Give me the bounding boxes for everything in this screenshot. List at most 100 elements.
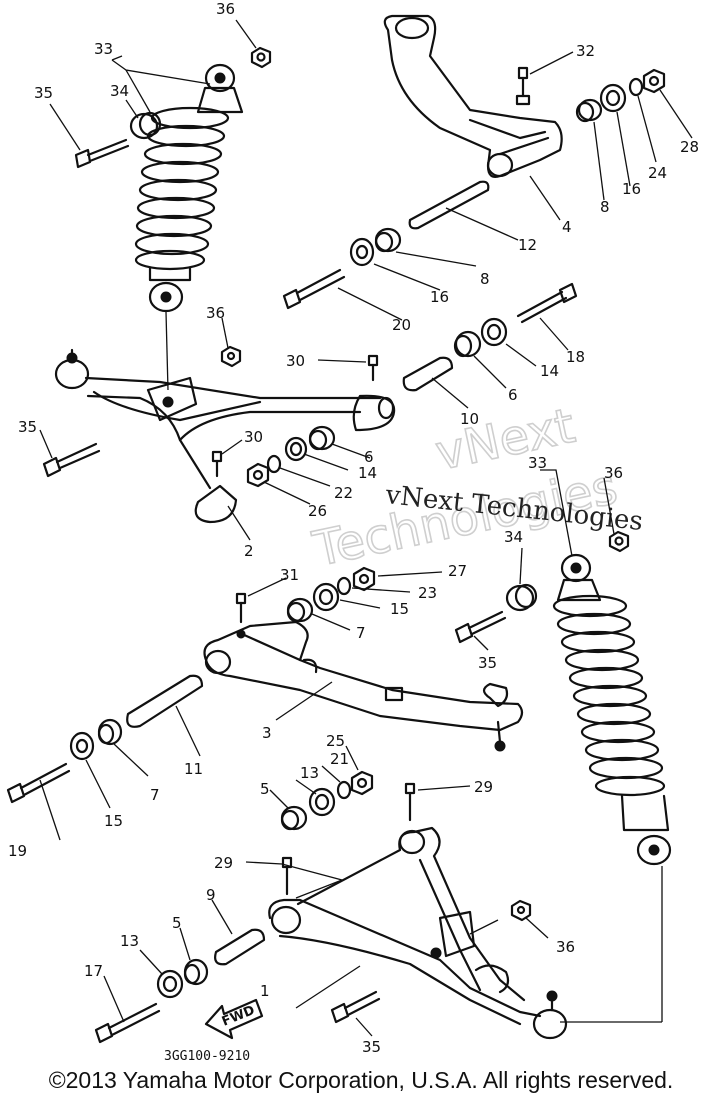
part-19-bolt: [6, 762, 71, 804]
part-31-grease: [235, 592, 247, 639]
part-18-bolt: [516, 282, 578, 324]
part-4-upper-arm-right: [383, 14, 563, 178]
part-14-seal-lower: [284, 436, 308, 462]
part-29-grease-right: [404, 782, 416, 822]
part-14-seal-upper: [480, 317, 508, 347]
callout: 14: [540, 362, 559, 380]
callout: 21: [330, 750, 349, 768]
callout-numbers: 1 2 3 4 5 5 6 6 7 7 8 8 9 10 11 12 13 13…: [8, 0, 699, 1056]
part-6-collar-lower: [308, 425, 336, 451]
callout: 36: [556, 938, 575, 956]
part-15-seal-lower: [69, 731, 95, 761]
callout: 8: [480, 270, 490, 288]
drawing-code: 3GG100-9210: [164, 1049, 250, 1064]
callout: 12: [518, 236, 537, 254]
callout: 20: [392, 316, 411, 334]
part-16-seal-middle: [349, 237, 375, 267]
part-15-seal-upper: [312, 582, 340, 612]
callout: 13: [120, 932, 139, 950]
callout: 14: [358, 464, 377, 482]
callout: 7: [356, 624, 366, 642]
part-21-washer: [336, 780, 352, 800]
callout: 18: [566, 348, 585, 366]
callout: 11: [184, 760, 203, 778]
part-10-shaft: [402, 356, 454, 392]
part-36-nut-top: [250, 46, 272, 69]
part-27-nut: [352, 566, 376, 592]
part-35-bolt-middle: [42, 442, 101, 478]
part-28-nut: [642, 68, 666, 94]
callout: 28: [680, 138, 699, 156]
part-20-bolt: [282, 268, 346, 310]
callout: 33: [528, 454, 547, 472]
part-30-grease-lower: [211, 450, 223, 478]
part-35-bolt-lower: [330, 990, 381, 1024]
callout: 22: [334, 484, 353, 502]
callout: 25: [326, 732, 345, 750]
callout: 6: [364, 448, 374, 466]
part-29-grease-left: [281, 856, 293, 896]
part-13-seal-upper: [308, 787, 336, 817]
part-2-upper-a-arm: [54, 348, 396, 524]
part-12-shaft: [408, 180, 490, 230]
callout: 29: [474, 778, 493, 796]
callout: 34: [110, 82, 129, 100]
callout: 2: [244, 542, 254, 560]
part-34-bushing-left: [129, 111, 162, 140]
callout: 33: [94, 40, 113, 58]
copyright-notice: ©2013 Yamaha Motor Corporation, U.S.A. A…: [49, 1067, 674, 1093]
fwd-arrow-icon: FWD: [204, 998, 264, 1040]
part-23-washer: [336, 576, 352, 596]
callout: 35: [362, 1038, 381, 1056]
callout: 9: [206, 886, 216, 904]
callout: 15: [390, 600, 409, 618]
part-11-shaft: [126, 674, 204, 728]
callout: 30: [244, 428, 263, 446]
callout: 6: [508, 386, 518, 404]
part-34-bushing-right: [505, 583, 538, 612]
callout: 34: [504, 528, 523, 546]
callout: 1: [260, 982, 270, 1000]
part-35-bolt-top: [74, 138, 130, 169]
callout: 4: [562, 218, 572, 236]
callout: 16: [430, 288, 449, 306]
callout: 5: [172, 914, 182, 932]
part-36-nut-lower: [510, 899, 532, 922]
callout: 36: [206, 304, 225, 322]
part-1-lower-a-arm: [268, 826, 568, 1040]
part-9-shaft: [214, 928, 266, 966]
callout: 7: [150, 786, 160, 804]
callout: 8: [600, 198, 610, 216]
part-22-washer: [266, 454, 282, 474]
part-5-collar-lower: [183, 958, 209, 986]
callout: 35: [18, 418, 37, 436]
part-30-grease-upper: [367, 354, 379, 382]
part-8-collar-middle: [374, 227, 402, 253]
callout: 27: [448, 562, 467, 580]
part-25-nut: [350, 770, 374, 796]
part-3-lower-arm-rear: [203, 620, 524, 752]
callout: 23: [418, 584, 437, 602]
part-16-seal-right: [599, 83, 627, 113]
part-17-bolt: [94, 1002, 161, 1044]
part-26-nut: [246, 462, 270, 488]
callout: 15: [104, 812, 123, 830]
part-36-nut-middle: [220, 345, 242, 368]
part-36-nut-right: [608, 530, 630, 553]
left-shock-absorber: [134, 63, 244, 391]
callout: 26: [308, 502, 327, 520]
callout: 17: [84, 962, 103, 980]
right-shock-absorber: [552, 553, 672, 1023]
callout: 16: [622, 180, 641, 198]
callout: 24: [648, 164, 667, 182]
callout: 30: [286, 352, 305, 370]
part-24-washer: [628, 77, 644, 97]
part-7-collar-upper: [286, 597, 314, 623]
callout: 35: [478, 654, 497, 672]
callout: 13: [300, 764, 319, 782]
callout: 32: [576, 42, 595, 60]
callout: 10: [460, 410, 479, 428]
callout: 36: [216, 0, 235, 18]
